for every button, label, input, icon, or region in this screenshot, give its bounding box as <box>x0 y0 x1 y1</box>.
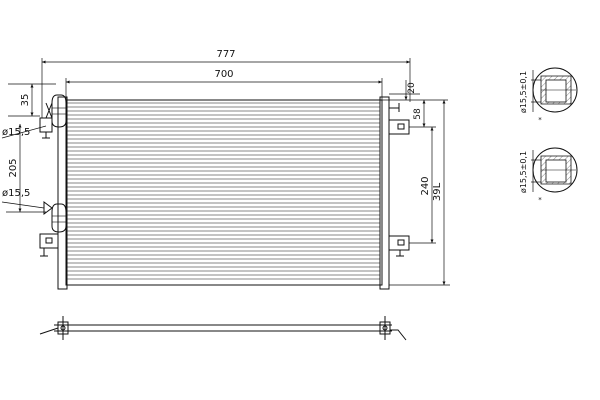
dimension-labels: 777 700 35 ø15,5 205 ø15,5 20 58 240 39L <box>2 49 443 201</box>
dim-overall-width: 777 <box>216 49 235 60</box>
left-header-tank <box>57 96 68 290</box>
upper-inlet-port <box>39 94 67 139</box>
detail-upper-label: ø15,5±0,1 <box>519 71 528 113</box>
detail-upper-marker: * <box>538 116 542 124</box>
detail-lower-label: ø15,5±0,1 <box>519 151 528 193</box>
dimension-lines <box>1 58 450 286</box>
detail-lower-marker: * <box>538 196 542 204</box>
right-lower-bracket <box>388 235 410 257</box>
right-upper-bracket <box>388 103 410 135</box>
left-lower-bracket <box>39 233 59 257</box>
dim-core-width: 700 <box>214 69 233 80</box>
pipe-connector-icon <box>545 79 567 103</box>
dim-port-diameter-upper: ø15,5 <box>2 127 30 138</box>
dim-port-diameter-lower: ø15,5 <box>2 188 30 199</box>
core-frame <box>65 99 383 286</box>
top-view <box>39 316 407 341</box>
dim-overall-height: 39L <box>432 182 443 201</box>
detail-lower-connector: ø15,5±0,1 * <box>519 147 578 204</box>
dim-top-offset-right: 20 <box>407 82 417 94</box>
pipe-connector-icon <box>545 159 567 183</box>
front-view <box>39 94 410 290</box>
dim-bracket-offset: 58 <box>413 108 423 120</box>
lower-outlet-port <box>43 201 67 233</box>
dim-top-offset-left: 35 <box>20 94 31 107</box>
dim-bracket-spacing: 240 <box>420 176 431 195</box>
detail-upper-connector: ø15,5±0,1 * <box>519 67 578 124</box>
right-header-tank <box>379 96 390 290</box>
dim-port-spacing: 205 <box>8 158 19 177</box>
fin-rows <box>67 102 380 280</box>
